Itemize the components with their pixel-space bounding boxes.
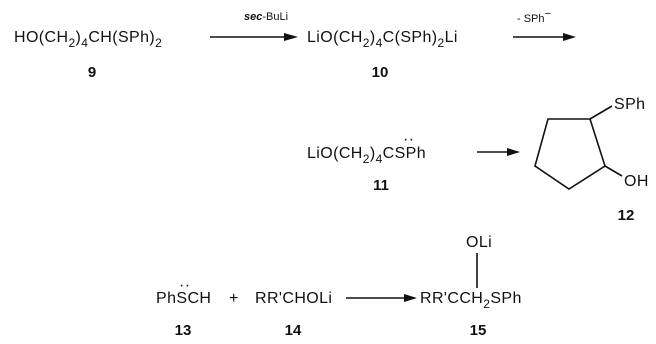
arrow2-head xyxy=(563,33,576,41)
compound-13-formula: PhSCH xyxy=(156,290,211,307)
compound-12-sph: SPh xyxy=(614,96,645,113)
arrow1-reagent: sec-BuLi xyxy=(244,11,288,23)
compound-15-formula: RR'CCH2SPh xyxy=(420,290,522,311)
compound-10-formula: LiO(CH2)4C(SPh)2Li xyxy=(307,29,458,50)
compound-15-label: 15 xyxy=(470,322,487,339)
compound-9-formula: HO(CH2)4CH(SPh)2 xyxy=(14,29,162,50)
compound-12-ring xyxy=(534,118,606,190)
compound-12-oh-bond xyxy=(604,165,623,177)
arrow1-head xyxy=(284,33,298,41)
arrow4-head xyxy=(404,294,417,302)
compound-11-label: 11 xyxy=(373,177,389,194)
compound-12-sph-bond xyxy=(589,105,613,120)
compound-14-label: 14 xyxy=(285,322,302,339)
compound-15-oli: OLi xyxy=(466,234,492,251)
compound-13-label: 13 xyxy=(175,322,192,339)
compound-12-oh: OH xyxy=(624,173,649,190)
compound-14-formula: RR'CHOLi xyxy=(255,290,332,307)
plus-sign: + xyxy=(229,290,239,307)
compound-11-formula: LiO(CH2)4CSPh xyxy=(307,145,426,166)
compound-12-label: 12 xyxy=(618,207,635,224)
arrow3-head xyxy=(507,148,520,156)
compound-13-carbene-dots: ·· xyxy=(179,277,190,294)
arrow2-reagent: - SPh− xyxy=(517,8,551,25)
compound-9-label: 9 xyxy=(88,64,96,81)
compound-11-carbene-dots: ·· xyxy=(403,131,414,148)
compound-10-label: 10 xyxy=(372,64,389,81)
